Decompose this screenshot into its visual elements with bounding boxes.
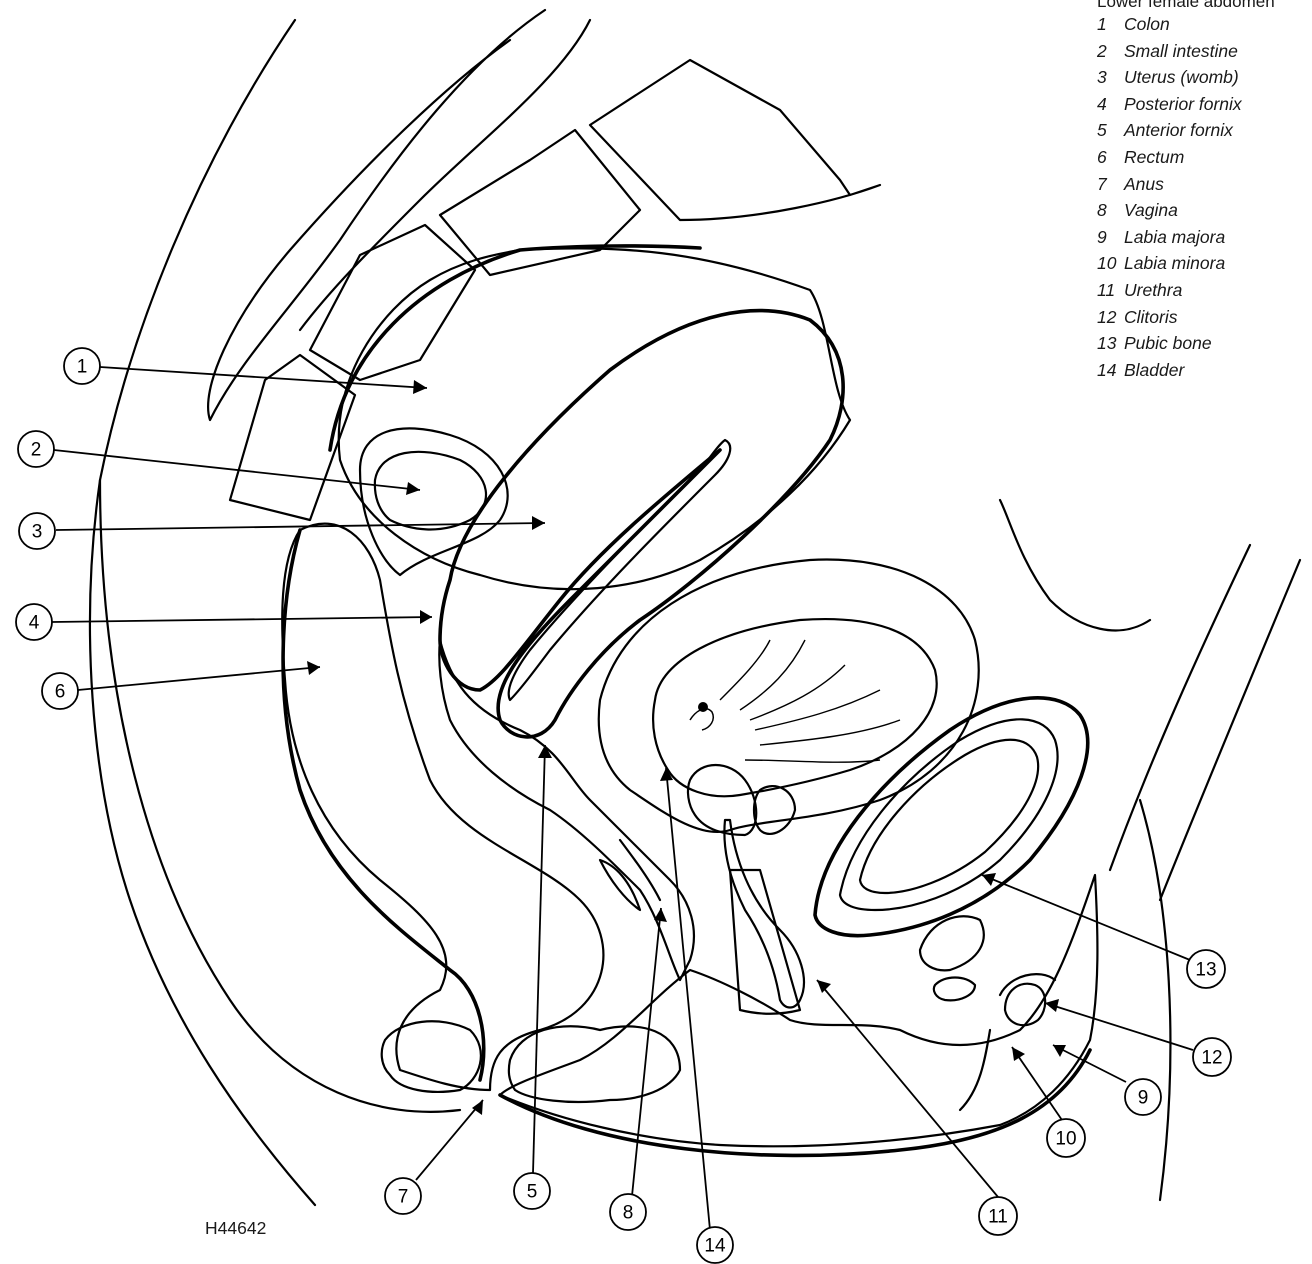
- legend-item-number: 3: [1097, 64, 1124, 91]
- callout-2: 2: [18, 431, 54, 467]
- legend-item-number: 8: [1097, 197, 1124, 224]
- legend-item-number: 7: [1097, 171, 1124, 198]
- legend-item-label: Pubic bone: [1124, 333, 1212, 353]
- legend-item-number: 14: [1097, 357, 1124, 384]
- legend-item-number: 12: [1097, 304, 1124, 331]
- legend-item-label: Uterus (womb): [1124, 67, 1239, 87]
- legend-item-label: Posterior fornix: [1124, 94, 1242, 114]
- callout-9: 9: [1125, 1079, 1161, 1115]
- legend-item-number: 2: [1097, 38, 1124, 65]
- svg-text:3: 3: [32, 522, 43, 543]
- legend-item-number: 1: [1097, 11, 1124, 38]
- svg-text:14: 14: [704, 1236, 726, 1257]
- legend-item-number: 10: [1097, 250, 1124, 277]
- svg-text:2: 2: [31, 440, 42, 461]
- legend-item-label: Vagina: [1124, 200, 1178, 220]
- callout-14: 14: [697, 1227, 733, 1263]
- svg-text:9: 9: [1138, 1088, 1149, 1109]
- callout-4: 4: [16, 604, 52, 640]
- callout-10: 10: [1047, 1119, 1085, 1157]
- svg-text:10: 10: [1055, 1129, 1076, 1150]
- callout-13: 13: [1187, 950, 1225, 988]
- callout-12: 12: [1193, 1038, 1231, 1076]
- svg-text:4: 4: [29, 613, 40, 634]
- callout-5: 5: [514, 1173, 550, 1209]
- legend-item-label: Labia minora: [1124, 253, 1225, 273]
- legend-item-label: Colon: [1124, 14, 1170, 34]
- svg-text:8: 8: [623, 1203, 634, 1224]
- legend-item-label: Small intestine: [1124, 41, 1238, 61]
- svg-text:1: 1: [77, 357, 88, 378]
- legend-item-label: Bladder: [1124, 360, 1184, 380]
- urethral-glands: [688, 765, 756, 835]
- pubic-bone: [815, 698, 1088, 936]
- legend-item-label: Clitoris: [1124, 307, 1177, 327]
- svg-text:5: 5: [527, 1182, 538, 1203]
- legend-item-number: 13: [1097, 330, 1124, 357]
- callout-3: 3: [19, 513, 55, 549]
- legend-item-label: Anterior fornix: [1124, 120, 1233, 140]
- legend-item-number: 4: [1097, 91, 1124, 118]
- legend-item-label: Labia majora: [1124, 227, 1225, 247]
- legend-item-label: Anus: [1124, 174, 1164, 194]
- legend-item-number: 11: [1097, 277, 1124, 304]
- vertebrae: [230, 60, 880, 520]
- svg-text:7: 7: [398, 1187, 409, 1208]
- legend-item-number: 5: [1097, 117, 1124, 144]
- callout-1: 1: [64, 348, 100, 384]
- legend-title: Lower female abdomen: [1097, 0, 1312, 11]
- svg-text:12: 12: [1201, 1048, 1222, 1069]
- uterine-cavity: [509, 440, 731, 700]
- svg-text:13: 13: [1195, 960, 1216, 981]
- callout-8: 8: [610, 1194, 646, 1230]
- legend-item-number: 9: [1097, 224, 1124, 251]
- legend-item-label: Rectum: [1124, 147, 1184, 167]
- legend-item-number: 6: [1097, 144, 1124, 171]
- colon: [339, 248, 850, 589]
- callout-7: 7: [385, 1178, 421, 1214]
- legend-item-label: Urethra: [1124, 280, 1182, 300]
- svg-text:11: 11: [988, 1207, 1008, 1228]
- callout-11: 11: [979, 1197, 1017, 1235]
- callout-6: 6: [42, 673, 78, 709]
- figure-id: H44642: [205, 1218, 266, 1239]
- svg-text:6: 6: [55, 682, 66, 703]
- bladder: [653, 619, 937, 796]
- bladder-folds: [720, 640, 900, 762]
